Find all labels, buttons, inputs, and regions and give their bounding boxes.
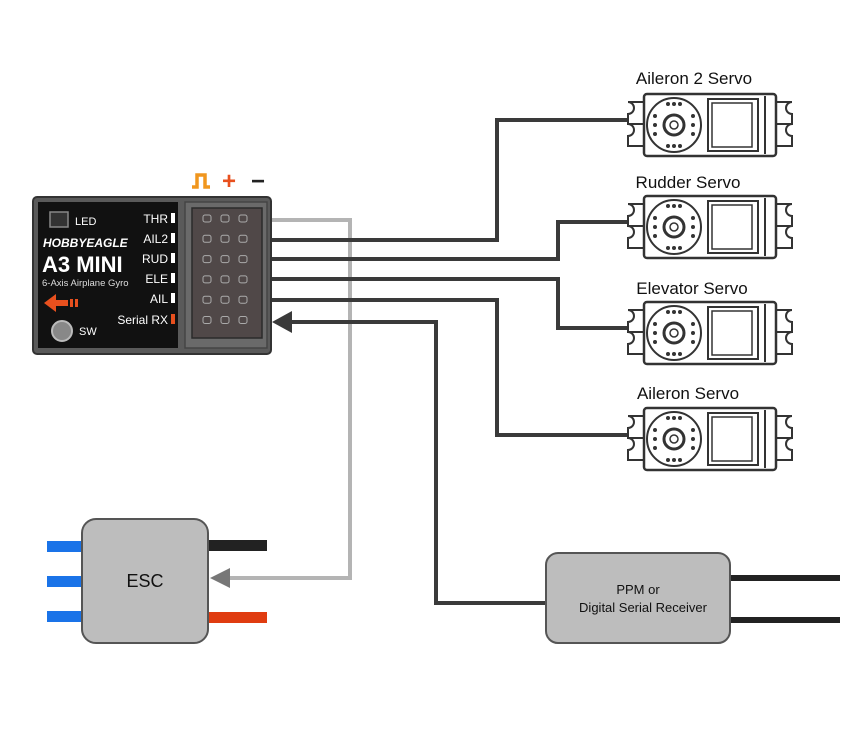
port-label: Serial RX bbox=[117, 313, 168, 327]
servo-rudder bbox=[626, 194, 794, 260]
pin bbox=[220, 316, 230, 324]
led-indicator bbox=[49, 211, 69, 228]
pin bbox=[220, 255, 230, 264]
wire-ail-servo bbox=[270, 298, 632, 437]
brand-label: HOBBYEAGLE bbox=[43, 236, 129, 250]
pin bbox=[202, 275, 212, 284]
port-label: RUD bbox=[142, 252, 168, 266]
servo-aileron bbox=[626, 406, 794, 472]
sw-button[interactable] bbox=[51, 320, 73, 342]
receiver-wire bbox=[727, 617, 840, 623]
servo-aileron-2 bbox=[626, 92, 794, 158]
receiver-wire bbox=[727, 575, 840, 581]
pin bbox=[220, 275, 230, 284]
receiver-label-line2: Digital Serial Receiver bbox=[579, 600, 708, 615]
pin bbox=[202, 295, 212, 304]
motor-wire bbox=[47, 611, 87, 622]
battery-negative-wire bbox=[207, 540, 267, 551]
pin bbox=[220, 295, 230, 304]
plus-label: + bbox=[222, 168, 236, 195]
pin bbox=[202, 214, 212, 223]
servo-elevator bbox=[626, 300, 794, 366]
arrow-esc-icon bbox=[210, 568, 230, 588]
pin bbox=[238, 234, 248, 243]
minus-label: − bbox=[251, 168, 265, 195]
pin bbox=[238, 275, 248, 284]
port-label: THR bbox=[143, 212, 168, 226]
wire-rud-servo bbox=[270, 220, 632, 261]
pin-grid bbox=[202, 214, 248, 324]
pin bbox=[238, 316, 248, 324]
subtitle-label: 6-Axis Airplane Gyro bbox=[42, 278, 129, 289]
wire-ele-servo bbox=[270, 277, 632, 330]
servo-label: Rudder Servo bbox=[636, 173, 741, 192]
pin bbox=[238, 295, 248, 304]
gyro-unit: LED HOBBYEAGLE A3 MINI 6-Axis Airplane G… bbox=[32, 196, 272, 355]
wire-serial-rx bbox=[290, 320, 548, 605]
servo-label: Aileron Servo bbox=[637, 384, 739, 403]
esc-label: ESC bbox=[126, 571, 163, 591]
receiver-label-line1: PPM or bbox=[616, 582, 660, 597]
esc-unit: ESC bbox=[47, 518, 267, 644]
pin bbox=[238, 255, 248, 264]
receiver-unit: PPM or Digital Serial Receiver bbox=[545, 552, 840, 644]
port-label: AIL2 bbox=[143, 232, 168, 246]
motor-wire bbox=[47, 576, 87, 587]
led-label: LED bbox=[75, 216, 96, 228]
pin bbox=[202, 316, 212, 324]
model-label: A3 MINI bbox=[42, 252, 123, 277]
motor-wire bbox=[47, 541, 87, 552]
wire-thr-esc bbox=[225, 218, 352, 580]
servo-label: Elevator Servo bbox=[636, 279, 748, 298]
servo-label: Aileron 2 Servo bbox=[636, 69, 752, 88]
pin bbox=[202, 255, 212, 264]
arrow-serial-rx-icon bbox=[272, 311, 292, 333]
sw-label: SW bbox=[79, 326, 97, 338]
pin bbox=[220, 214, 230, 223]
pin bbox=[202, 234, 212, 243]
port-label: ELE bbox=[145, 272, 168, 286]
pin bbox=[238, 214, 248, 223]
pin bbox=[220, 234, 230, 243]
battery-positive-wire bbox=[207, 612, 267, 623]
port-indicators bbox=[171, 213, 175, 324]
wire-ail2-servo bbox=[270, 118, 632, 242]
signal-pulse-icon bbox=[192, 173, 210, 189]
port-label: AIL bbox=[150, 292, 168, 306]
direction-arrow-icon bbox=[44, 294, 78, 312]
